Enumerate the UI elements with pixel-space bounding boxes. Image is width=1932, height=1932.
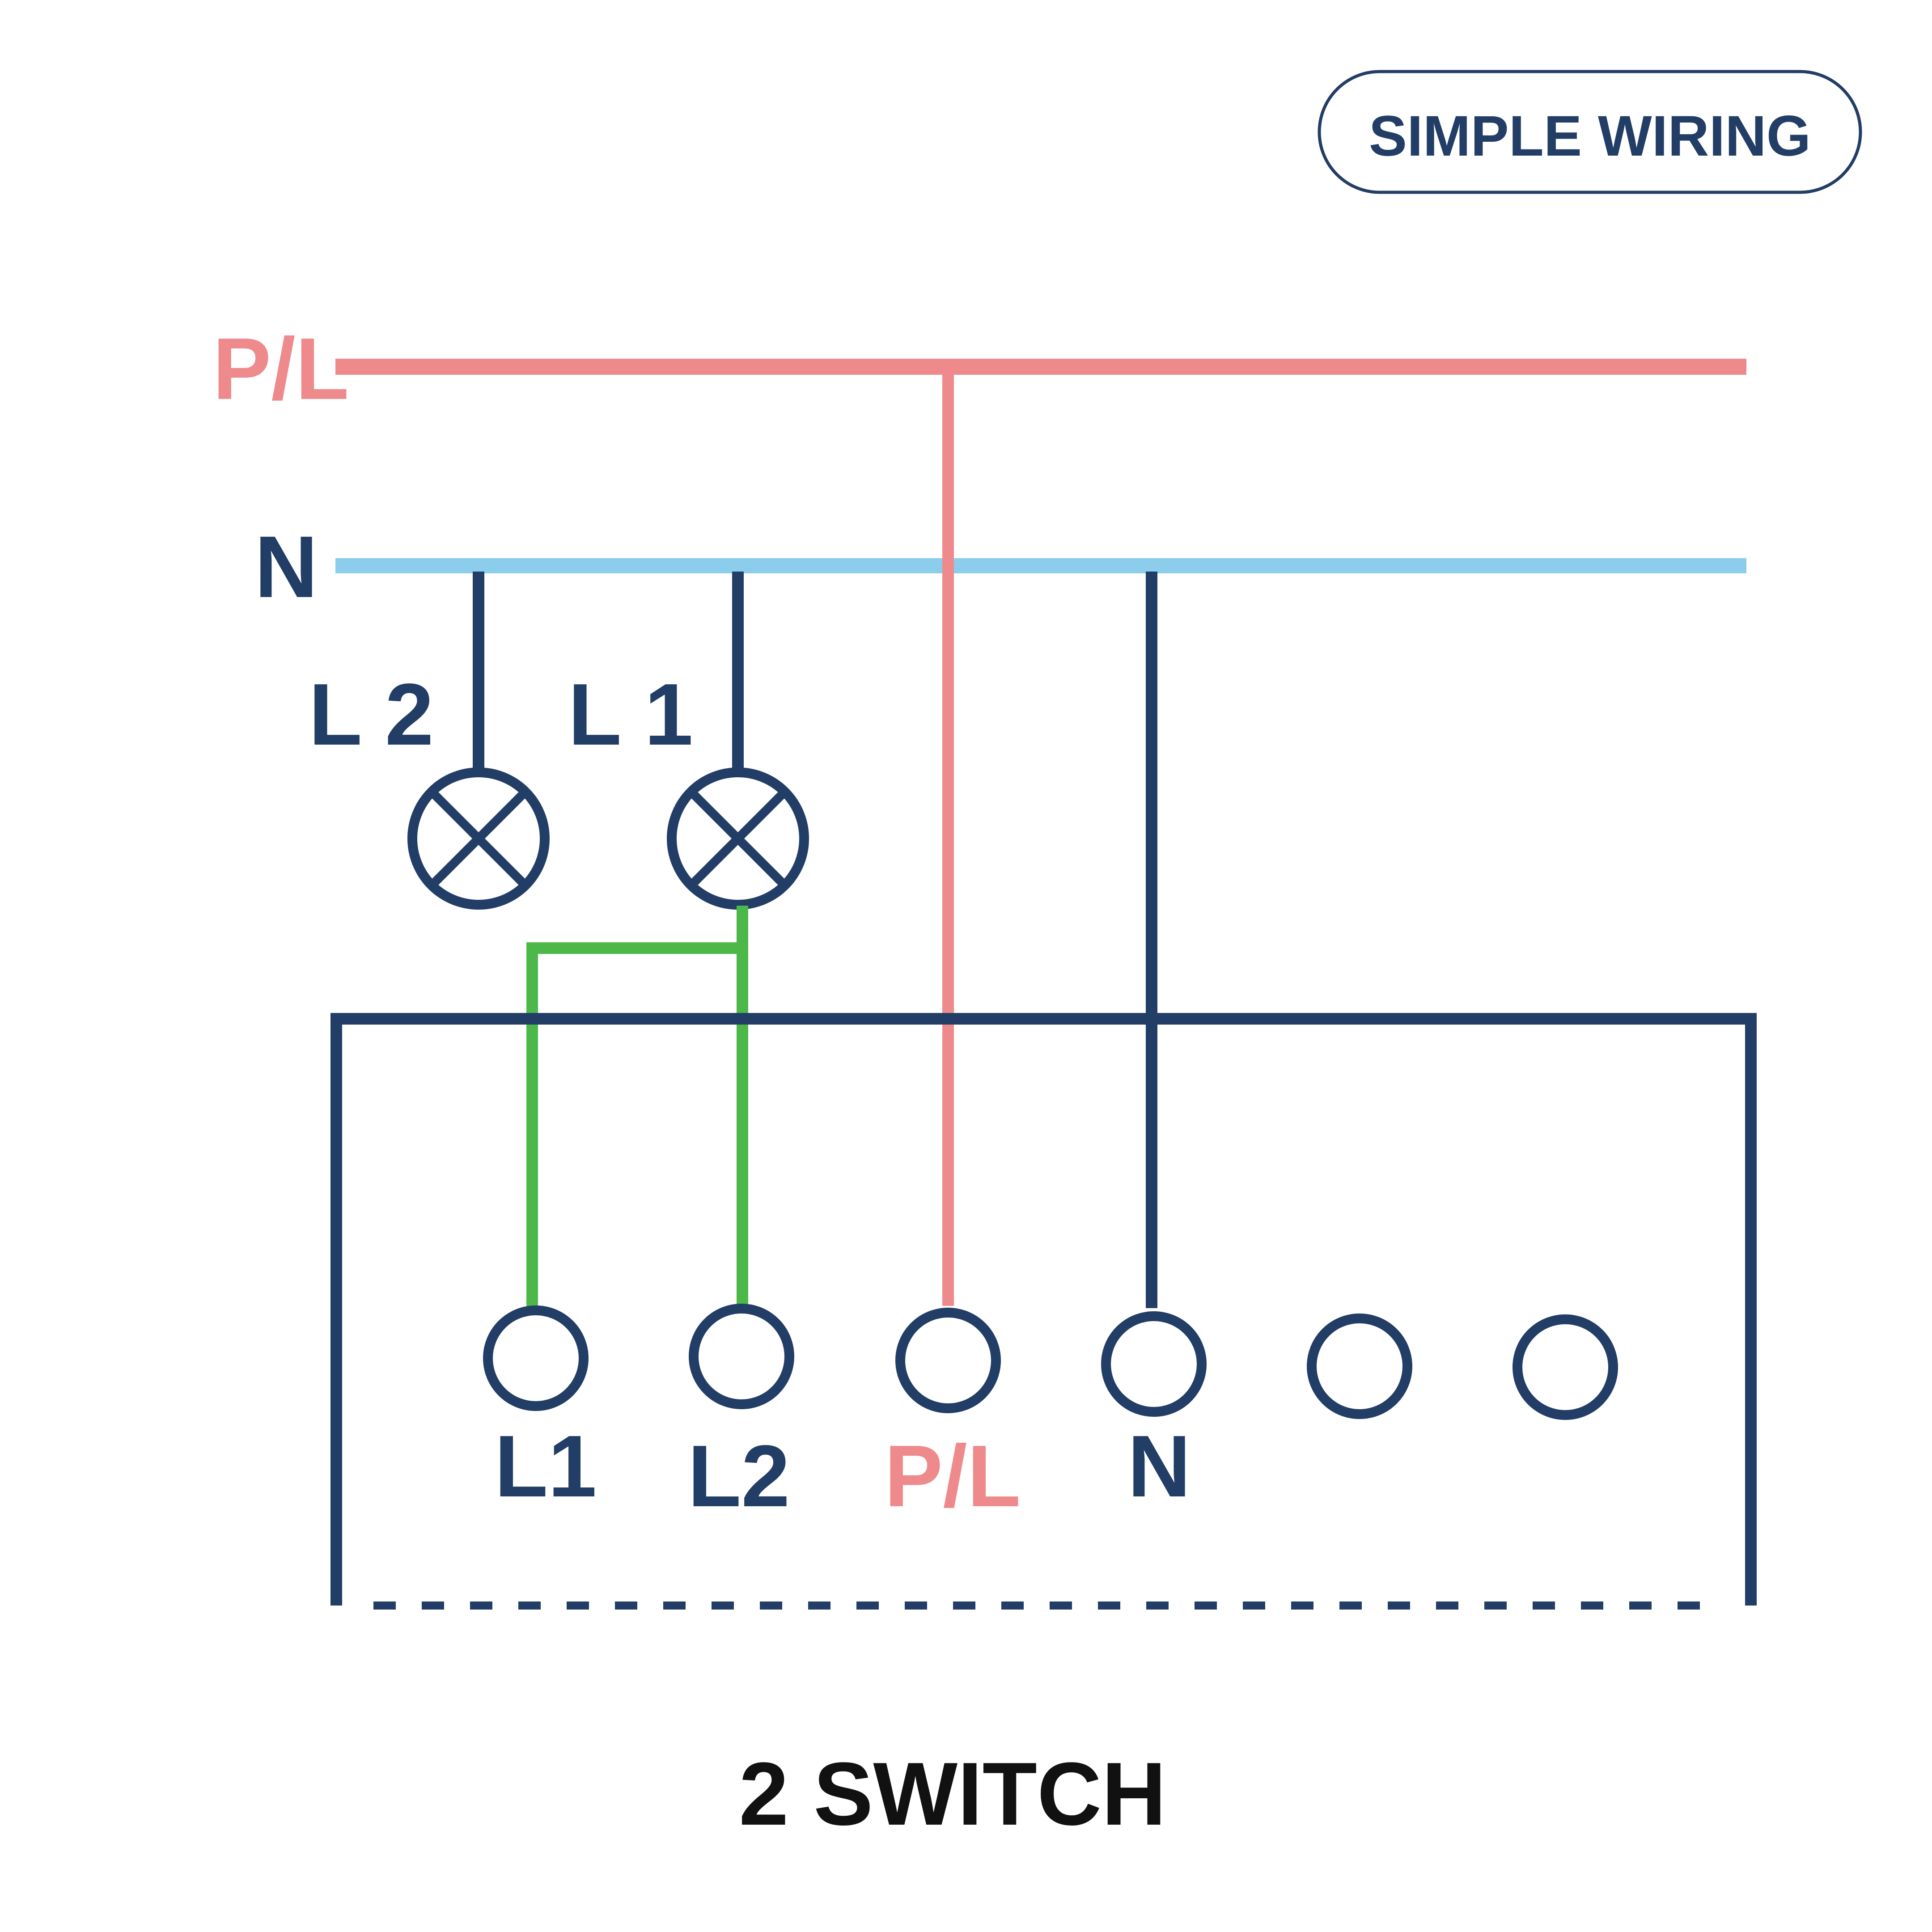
badge-frame [1318, 70, 1862, 194]
lamp-cross-icon [407, 767, 550, 910]
terminal-circle-icon [483, 1305, 589, 1411]
terminal-l2: L2 [688, 1304, 794, 1525]
terminal-pl-label: P/L [885, 1427, 1021, 1525]
terminal-circle-icon [895, 1308, 1001, 1413]
terminal-l1: L1 [483, 1305, 597, 1515]
terminal-pl: P/L [885, 1308, 1021, 1525]
terminal-circle-icon [1513, 1314, 1618, 1420]
badge-text: SIMPLE WIRING [1369, 104, 1811, 168]
terminal-n-label: N [1127, 1417, 1191, 1515]
lamp-l1-label: L 1 [568, 665, 693, 763]
terminal-circle-icon [1307, 1313, 1412, 1419]
lamp-cross-icon [667, 767, 809, 910]
diagram-footer-title: 2 SWITCH [739, 1744, 1166, 1844]
terminal-n: N [1101, 1311, 1207, 1515]
neutral-bus-label: N [254, 518, 318, 616]
lamp-l2-label: L 2 [309, 665, 434, 763]
terminal-spare-1 [1307, 1313, 1412, 1419]
simple-wiring-badge: SIMPLE WIRING [1318, 70, 1862, 194]
terminal-circle-icon [1101, 1311, 1207, 1417]
live-bus-label: P/L [213, 320, 349, 418]
switched-wire-l1 [526, 906, 748, 1308]
switch-enclosure [330, 1013, 1757, 1606]
terminal-spare-2 [1513, 1314, 1618, 1420]
terminal-l1-label: L1 [495, 1417, 597, 1515]
terminal-l2-label: L2 [688, 1427, 790, 1525]
terminal-circle-icon [689, 1304, 794, 1409]
